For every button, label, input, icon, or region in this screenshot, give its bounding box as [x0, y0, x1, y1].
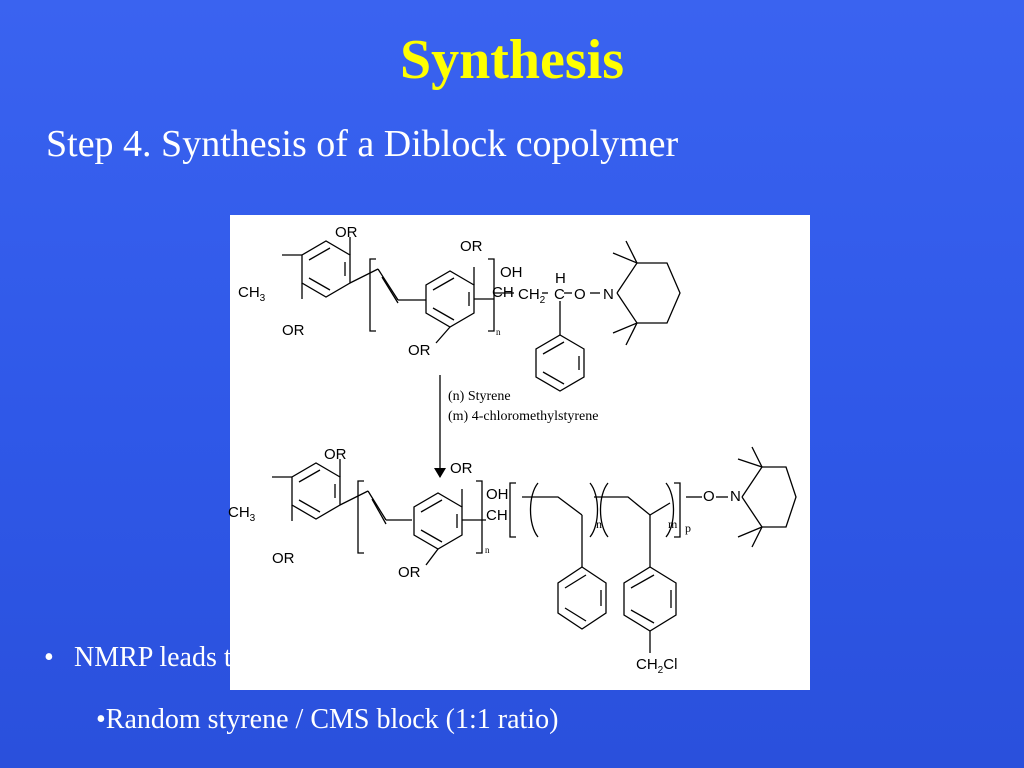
reactant-styryl-ring — [535, 334, 585, 392]
product-or-top-right: OR — [450, 460, 473, 477]
product-o-label: O — [703, 488, 715, 505]
product-aryl-ring-2 — [413, 492, 463, 550]
reactant-aryl-ring-2 — [425, 270, 475, 328]
condition-styrene: (n) Styrene — [448, 389, 511, 404]
product-tempo-ring — [737, 446, 797, 548]
reactant-tempo-ring — [612, 240, 681, 346]
product-ch-label: CH — [486, 507, 508, 524]
reactant-n-atom-label: N — [603, 286, 614, 303]
bullet-random-block: •Random styrene / CMS block (1:1 ratio) — [96, 704, 559, 735]
reactant-or-bottom-right: OR — [408, 342, 431, 359]
product-n-atom-label: N — [730, 488, 741, 505]
reactant-methyl-label: CH3 — [238, 284, 266, 305]
reactant-ch2-label: CH2 — [518, 286, 546, 307]
reactant-c-label: C — [554, 286, 565, 303]
product-p-subscript: p — [685, 521, 691, 535]
product-m-subscript: m — [668, 517, 678, 531]
product-or-top-left: OR — [324, 446, 347, 463]
reaction-scheme-drawing — [272, 237, 797, 653]
product-ch2cl-label: CH2Cl — [636, 656, 678, 677]
condition-cms: (m) 4-chloromethylstyrene — [448, 409, 599, 424]
reactant-oh-label: OH — [500, 264, 523, 281]
bullet-nmrp: • NMRP leads to monodispersed block — [44, 642, 491, 674]
bullet-nmrp-text: NMRP leads to monodispersed block — [74, 642, 492, 673]
reactant-or-top-right: OR — [460, 238, 483, 255]
reaction-scheme: OR OR OR OR CH3 OH CH CH2 H C O N n (n) … — [228, 215, 810, 690]
reactant-or-top-left: OR — [335, 224, 358, 241]
reactant-or-bottom-left: OR — [282, 322, 305, 339]
slide-subtitle: Step 4. Synthesis of a Diblock copolymer — [46, 123, 679, 165]
product-methyl-label: CH3 — [228, 504, 256, 525]
product-or-bottom-right: OR — [398, 564, 421, 581]
product-aryl-ring-1 — [291, 462, 341, 520]
reactant-aryl-ring-1 — [301, 240, 351, 298]
slide-title: Synthesis — [399, 29, 625, 91]
reactant-o-label: O — [574, 286, 586, 303]
reactant-ch-label: CH — [492, 284, 514, 301]
product-oh-label: OH — [486, 486, 509, 503]
product-styrene-ring — [557, 566, 607, 630]
reactant-h-label: H — [555, 270, 566, 287]
bullet-marker: • — [44, 642, 54, 673]
reactant-n-subscript: n — [496, 327, 501, 337]
product-n-subscript: n — [485, 545, 490, 555]
product-or-bottom-left: OR — [272, 550, 295, 567]
product-styrene-n-subscript: n — [596, 517, 602, 531]
product-cms-ring — [623, 566, 677, 632]
